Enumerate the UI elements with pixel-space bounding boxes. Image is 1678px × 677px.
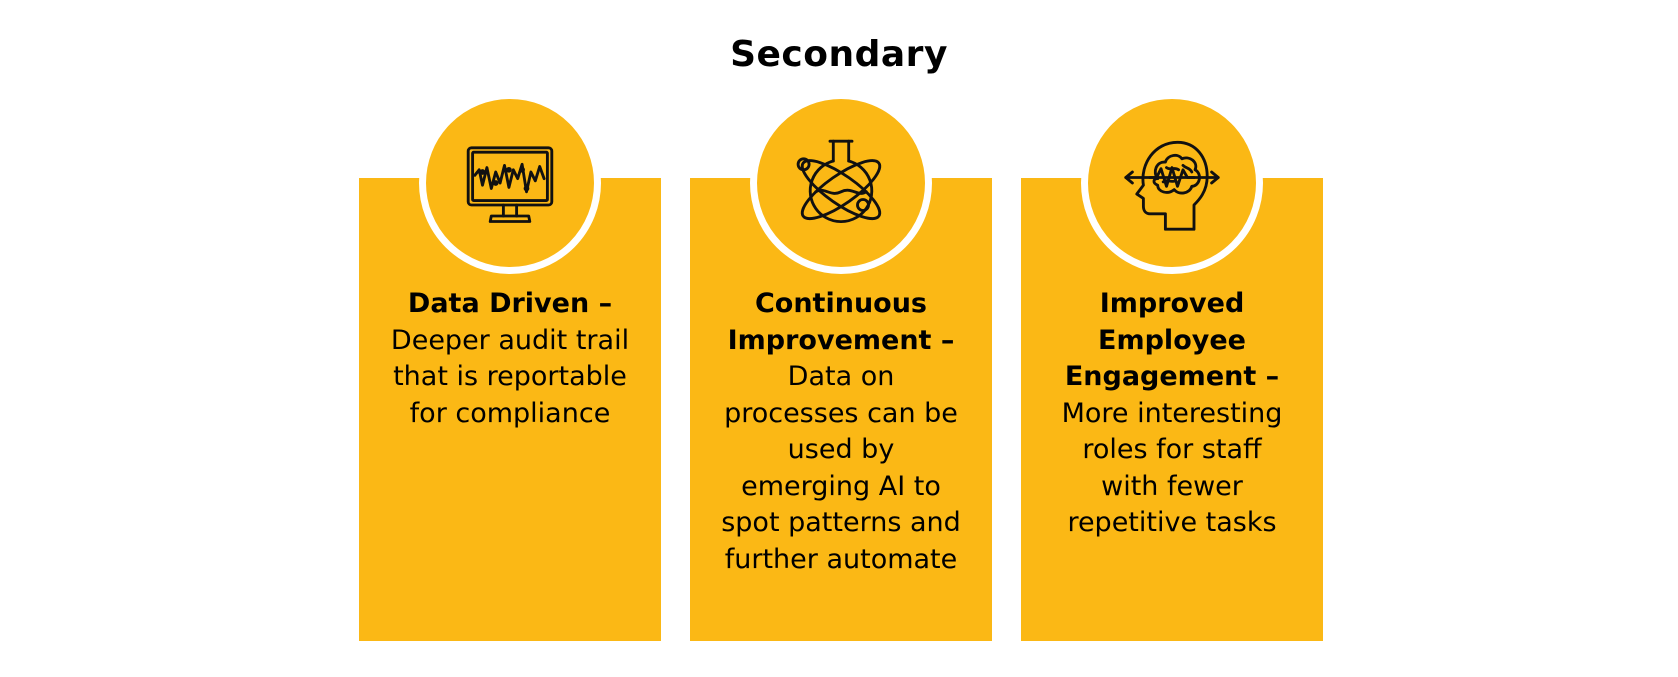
card-text: Continuous Improvement – Data on process… — [690, 286, 992, 578]
card-heading: Data Driven — [407, 288, 590, 319]
page-title: Secondary — [730, 34, 948, 75]
flask-atom-icon — [796, 139, 882, 223]
icon-circle — [750, 92, 932, 274]
card-heading: Continuous Improvement — [727, 288, 932, 356]
icon-circle — [419, 92, 601, 274]
card-heading: Improved Employee Engagement — [1064, 288, 1257, 392]
card-text: Data Driven – Deeper audit trail that is… — [359, 286, 661, 432]
head-brain-icon — [1124, 140, 1220, 231]
card-body-text: Data on processes can be used by emergin… — [721, 361, 961, 575]
card-dash: – — [1256, 361, 1280, 392]
icon-circle — [1081, 92, 1263, 274]
card-dash: – — [589, 288, 613, 319]
card-dash: – — [931, 324, 955, 356]
card-body-text: Deeper audit trail that is reportable fo… — [390, 324, 630, 429]
card-text: Improved Employee Engagement – More inte… — [1021, 286, 1323, 542]
card-body-text: More interesting roles for staff with fe… — [1061, 397, 1283, 539]
monitor-waveform-icon — [466, 146, 554, 223]
